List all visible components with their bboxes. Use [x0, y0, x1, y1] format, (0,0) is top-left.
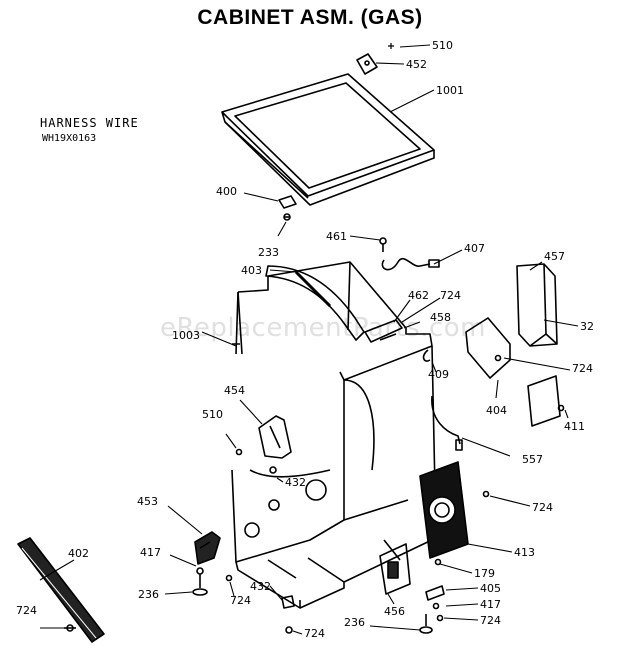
bracket-456-part: [379, 543, 411, 595]
callout-32: 32: [580, 320, 594, 333]
callout-724-d: 724: [230, 594, 251, 607]
callout-404: 404: [486, 404, 507, 417]
callout-458: 458: [430, 311, 451, 324]
callout-454: 454: [224, 384, 245, 397]
toe-kick-part: [17, 537, 105, 643]
callout-510: 510: [432, 39, 453, 52]
leveling-leg-right: [419, 585, 445, 634]
top-rail-part: [265, 265, 365, 341]
callout-557: 557: [522, 453, 543, 466]
mounting-plate-part: [465, 317, 511, 379]
leveling-leg-left: [192, 567, 233, 596]
clip-part-lower: [281, 595, 295, 634]
screw-part: [235, 448, 243, 456]
screw-part-right: [434, 490, 490, 566]
callout-1003: 1003: [172, 329, 200, 342]
callout-462: 462: [408, 289, 429, 302]
callout-labels: 510 452 1001 400 233 461 407 457 403 462…: [16, 39, 594, 640]
callout-452: 452: [406, 58, 427, 71]
leg-bracket-part: [194, 531, 221, 565]
callout-236-b: 236: [344, 616, 365, 629]
callout-403: 403: [241, 264, 262, 277]
callout-724-g: 724: [16, 604, 37, 617]
callout-405: 405: [480, 582, 501, 595]
callout-400: 400: [216, 185, 237, 198]
callout-1001: 1001: [436, 84, 464, 97]
cover-plate-part: [527, 375, 565, 427]
diagram-title: CABINET ASM. (GAS): [197, 6, 423, 29]
callout-236-a: 236: [138, 588, 159, 601]
access-panel-part: [419, 461, 469, 559]
wire-harness-part: [379, 237, 440, 271]
callout-724-e: 724: [480, 614, 501, 627]
harness-wire-label: HARNESS WIRE: [40, 116, 139, 130]
callout-409: 409: [428, 368, 449, 381]
callout-510-b: 510: [202, 408, 223, 421]
callout-407: 407: [464, 242, 485, 255]
callout-402: 402: [68, 547, 89, 560]
clip-part: [356, 43, 394, 75]
callout-456: 456: [384, 605, 405, 618]
callout-411: 411: [564, 420, 585, 433]
bracket-part: [278, 195, 297, 221]
callout-457: 457: [544, 250, 565, 263]
door-switch-part: [258, 415, 292, 474]
callout-432-b: 432: [250, 580, 271, 593]
side-panel-part: [232, 291, 240, 355]
callout-724-b: 724: [572, 362, 593, 375]
callout-724-c: 724: [532, 501, 553, 514]
callout-724-f: 724: [304, 627, 325, 640]
callout-417-b: 417: [480, 598, 501, 611]
harness-wire-part-number: WH19X0163: [42, 133, 97, 144]
power-cord-part: [422, 349, 463, 451]
control-cover-part: [516, 263, 558, 347]
top-cover-part: [221, 73, 435, 206]
callout-724-a: 724: [440, 289, 461, 302]
callout-432-a: 432: [285, 476, 306, 489]
callout-453: 453: [137, 495, 158, 508]
callout-461: 461: [326, 230, 347, 243]
callout-179: 179: [474, 567, 495, 580]
callout-233: 233: [258, 246, 279, 259]
cabinet-body-part: [231, 261, 437, 609]
callout-413: 413: [514, 546, 535, 559]
callout-417-a: 417: [140, 546, 161, 559]
mount-bracket-part: [364, 319, 403, 343]
